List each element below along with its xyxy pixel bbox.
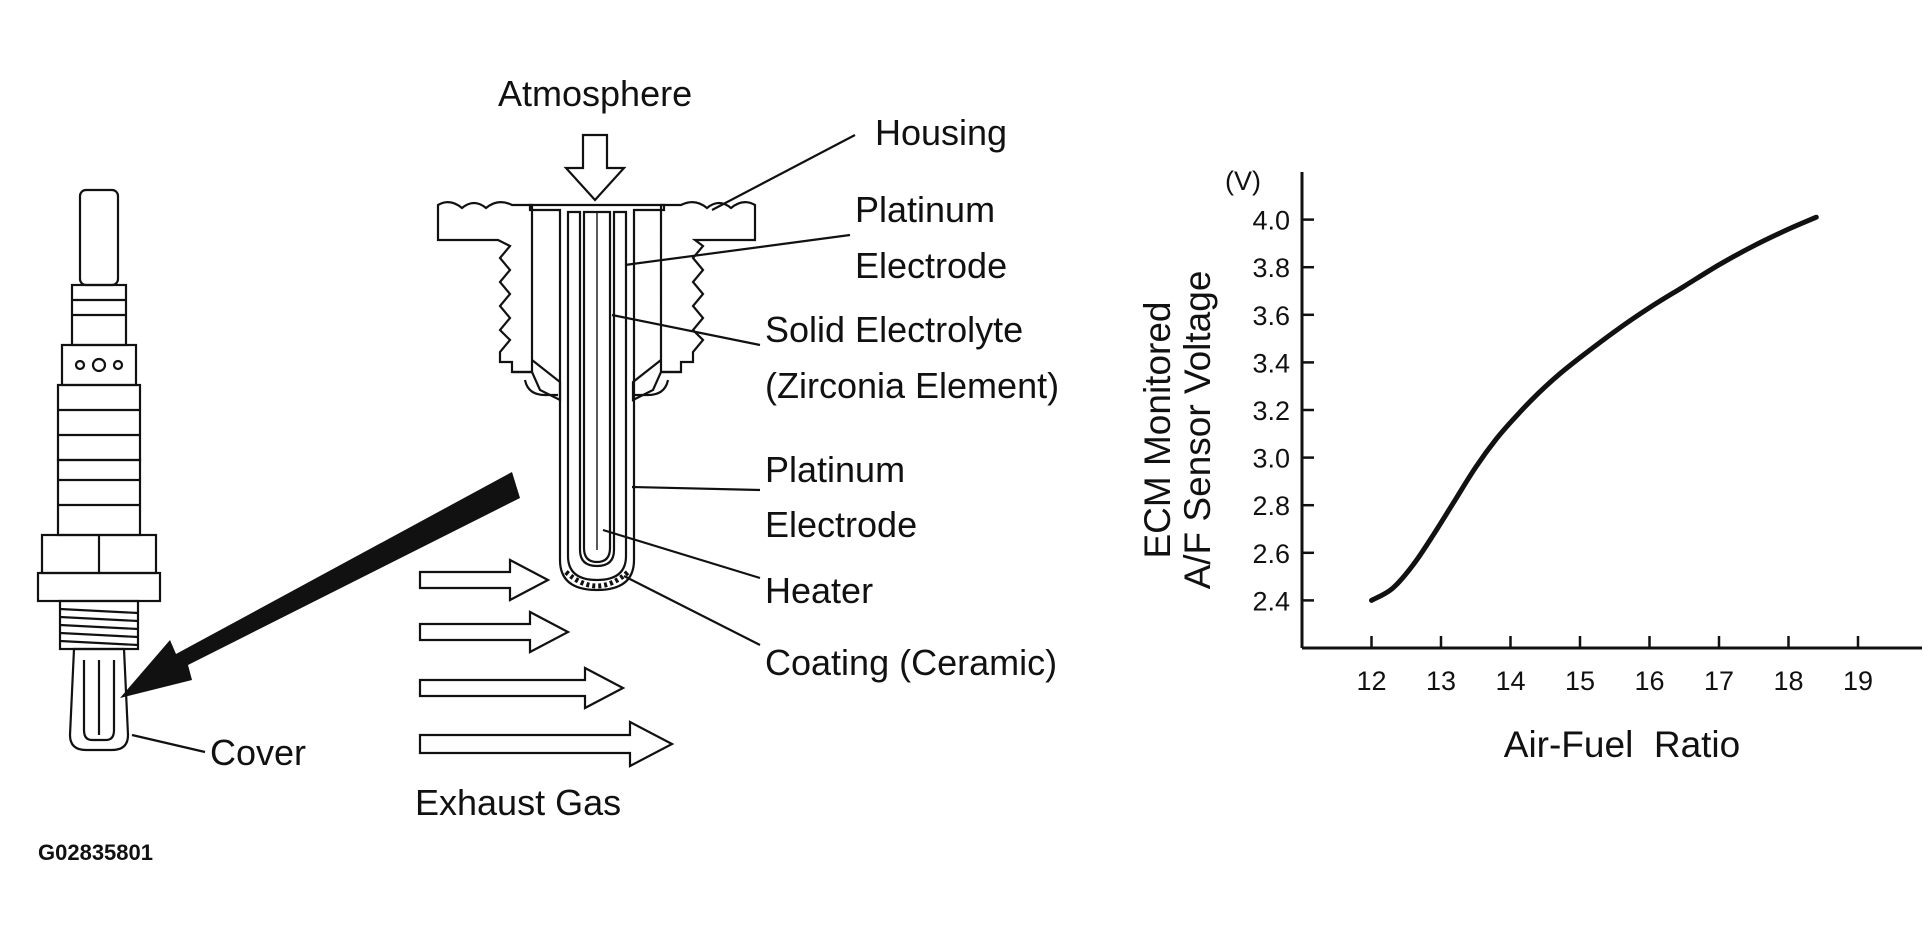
- x-tick-label: 16: [1634, 666, 1664, 696]
- y-tick-label: 3.4: [1252, 348, 1290, 378]
- platinum-electrode-inner-label-2: Electrode: [765, 504, 917, 545]
- outer-electrode-layer: [528, 203, 666, 592]
- solid-electrolyte-layer: [566, 210, 628, 582]
- y-tick-label: 3.2: [1252, 396, 1290, 426]
- platinum-electrode-outer-label-2: Electrode: [855, 245, 1007, 286]
- y-axis-label-line1: ECM Monitored: [1137, 301, 1178, 558]
- electrolyte-leader: [611, 313, 761, 347]
- coating-label: Coating (Ceramic): [765, 642, 1057, 683]
- platinum-electrode-outer-label-1: Platinum: [855, 189, 995, 230]
- exhaust-arrow: [418, 558, 551, 602]
- sensor-cross-section: [436, 133, 757, 592]
- solid-electrolyte-label-2: (Zirconia Element): [765, 365, 1059, 406]
- y-axis-label-line2: A/F Sensor Voltage: [1177, 271, 1218, 590]
- outer-electrode-leader: [624, 233, 851, 267]
- heater-leader: [602, 528, 761, 580]
- series-line: [1369, 214, 1819, 603]
- oxygen-sensor-drawing: [36, 188, 162, 752]
- figure-code: G02835801: [38, 840, 153, 865]
- y-tick-label: 2.4: [1252, 586, 1290, 616]
- x-tick-label: 17: [1704, 666, 1734, 696]
- x-ticks: 12 13 14 15 16 17 18 19: [1356, 636, 1873, 696]
- y-tick-label: 4.0: [1252, 206, 1290, 236]
- y-tick-label: 2.8: [1252, 491, 1290, 521]
- exhaust-gas-label: Exhaust Gas: [415, 782, 621, 823]
- sensor-body: [56, 383, 142, 462]
- coating-leader: [623, 575, 761, 646]
- y-tick-label: 3.6: [1252, 301, 1290, 331]
- solid-electrolyte-label-1: Solid Electrolyte: [765, 309, 1023, 350]
- housing-left: [436, 201, 534, 374]
- voltage-chart: 2.4 2.6 2.8 3.0 3.2 3.4 3.6 3.8 4.0 12 13 14 15 16 17…: [1137, 166, 1922, 765]
- housing-leader: [711, 134, 856, 211]
- x-tick-label: 13: [1426, 666, 1456, 696]
- exhaust-gas-arrows: [418, 558, 675, 768]
- zoom-pointer-arrow: [120, 472, 520, 698]
- x-tick-label: 18: [1773, 666, 1803, 696]
- y-tick-label: 3.8: [1252, 253, 1290, 283]
- sensor-cover: [68, 647, 130, 752]
- exhaust-arrow: [418, 666, 626, 710]
- heater-core: [582, 210, 612, 564]
- y-tick-label: 2.6: [1252, 539, 1290, 569]
- cover-label: Cover: [210, 732, 306, 773]
- atmosphere-label: Atmosphere: [498, 73, 692, 114]
- housing-right: [659, 201, 757, 374]
- x-tick-label: 15: [1565, 666, 1595, 696]
- y-tick-label: 3.0: [1252, 444, 1290, 474]
- x-tick-label: 19: [1843, 666, 1873, 696]
- exhaust-arrow: [418, 610, 571, 654]
- y-ticks: 2.4 2.6 2.8 3.0 3.2 3.4 3.6 3.8 4.0: [1252, 206, 1314, 616]
- platinum-electrode-inner-label-1: Platinum: [765, 449, 905, 490]
- y-unit: (V): [1225, 166, 1261, 196]
- housing-label: Housing: [875, 112, 1007, 153]
- sensor-wire-stem: [78, 188, 120, 287]
- exhaust-arrow: [418, 720, 675, 768]
- atmosphere-arrow: [563, 133, 627, 202]
- sensor-vent-band: [60, 343, 138, 387]
- x-tick-label: 12: [1356, 666, 1386, 696]
- x-tick-label: 14: [1495, 666, 1525, 696]
- x-axis-label: Air-Fuel Ratio: [1504, 724, 1740, 765]
- cover-leader: [131, 733, 206, 754]
- inner-electrode-leader: [631, 485, 761, 492]
- heater-label: Heater: [765, 570, 873, 611]
